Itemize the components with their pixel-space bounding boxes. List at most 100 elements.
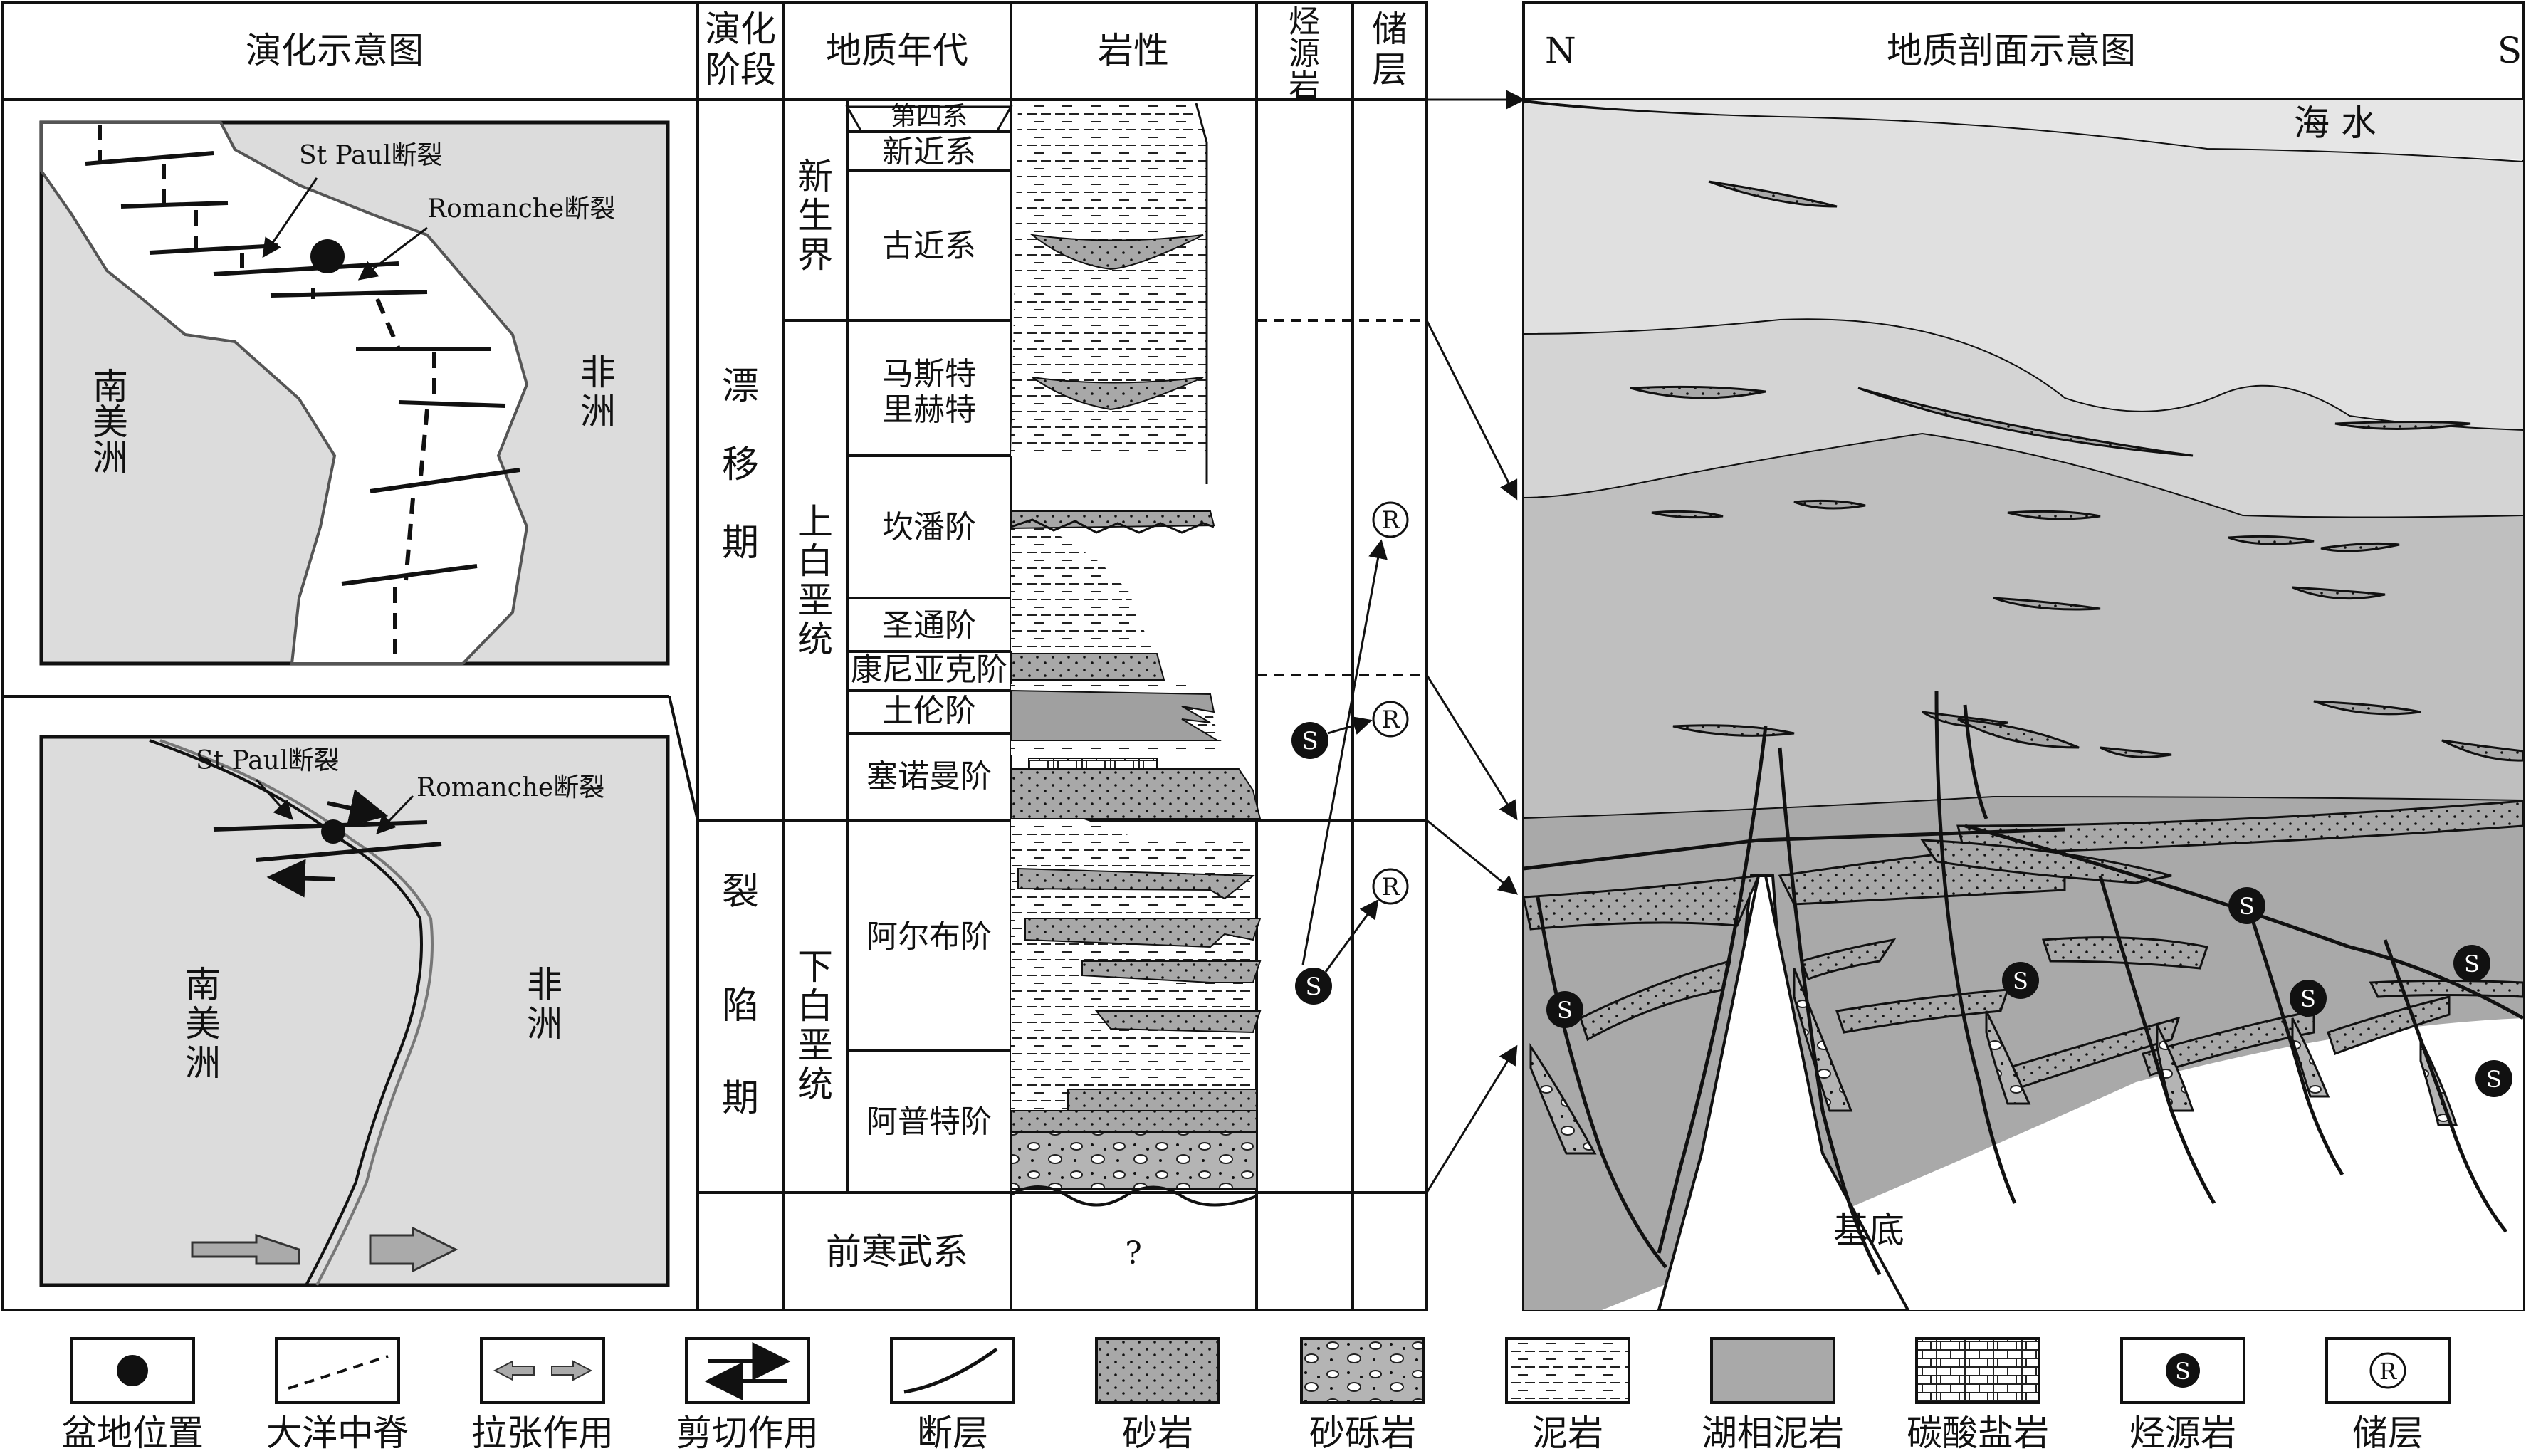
legend-shear: 剪切作用 — [676, 1413, 819, 1454]
legend-fault: 断层 — [917, 1413, 988, 1454]
svg-text:R: R — [1381, 873, 1400, 901]
legend-source-rock: 烃源岩 — [2129, 1413, 2236, 1454]
svg-text:陷: 陷 — [722, 985, 759, 1027]
svg-text:洲: 洲 — [527, 1003, 562, 1044]
svg-text:R: R — [1381, 506, 1400, 535]
lithology-mudstone — [1011, 103, 1207, 456]
geologic-cross-section: N 地质剖面示意图 S 海 水 基底 — [1425, 1, 2525, 1311]
period-aptian: 阿普特阶 — [866, 1104, 992, 1140]
svg-text:南: 南 — [185, 964, 221, 1005]
era-cenozoic: 新 生 界 — [797, 156, 833, 276]
section-title: 地质剖面示意图 — [1887, 30, 2136, 71]
period-maastrichtian-2: 里赫特 — [882, 392, 976, 428]
svg-text:S: S — [1301, 727, 1318, 755]
period-turonian: 土伦阶 — [882, 693, 976, 729]
map1-romanche-label: Romanche断裂 — [427, 194, 615, 224]
correlation-dotted-lines — [1257, 319, 1427, 676]
map-rift-stage: St Paul断裂 Romanche断裂 南 美 洲 非 洲 — [39, 735, 670, 1287]
svg-text:S: S — [2300, 985, 2316, 1012]
header-stage-line2: 阶段 — [705, 49, 776, 90]
stage-drift: 漂 移 期 — [722, 365, 759, 565]
svg-text:界: 界 — [797, 234, 833, 276]
header-source-rock-3: 岩 — [1289, 68, 1320, 104]
header-source-rock-2: 源 — [1289, 36, 1320, 72]
lithology-column: ? — [1010, 103, 1262, 1272]
section-south: S — [2498, 30, 2522, 71]
period-precambrian: 前寒武系 — [826, 1231, 968, 1272]
legend-carbonate: 碳酸盐岩 — [1907, 1413, 2049, 1454]
svg-text:期: 期 — [722, 1077, 759, 1120]
period-cenomanian: 塞诺曼阶 — [866, 758, 992, 795]
period-campanian: 坎潘阶 — [882, 509, 976, 545]
svg-text:垩: 垩 — [797, 1025, 833, 1066]
svg-text:洲: 洲 — [580, 391, 616, 432]
header-evolution-diagram: 演化示意图 — [246, 30, 424, 71]
svg-text:南: 南 — [93, 366, 128, 407]
svg-text:上: 上 — [797, 501, 833, 543]
svg-text:美: 美 — [185, 1003, 221, 1044]
svg-text:生: 生 — [797, 195, 833, 236]
period-santonian: 圣通阶 — [882, 607, 976, 644]
section-north: N — [1545, 30, 1576, 71]
legend-basin-location: 盆地位置 — [61, 1413, 204, 1454]
svg-text:S: S — [1557, 997, 1573, 1024]
svg-text:洲: 洲 — [185, 1042, 221, 1084]
svg-text:垩: 垩 — [797, 580, 833, 621]
lithology-unknown: ? — [1125, 1235, 1142, 1272]
svg-text:R: R — [1381, 706, 1400, 734]
svg-text:S: S — [2175, 1358, 2191, 1385]
legend-extension: 拉张作用 — [471, 1413, 614, 1454]
svg-text:S: S — [2013, 968, 2028, 995]
header-stage-line1: 演化 — [705, 9, 776, 50]
period-maastrichtian-1: 马斯特 — [882, 356, 976, 392]
svg-text:R: R — [2379, 1358, 2397, 1385]
section-source-rocks: S S S S S S — [1546, 887, 2512, 1097]
header-reservoir-2: 层 — [1372, 49, 1408, 90]
header-reservoir-1: 储 — [1372, 9, 1408, 50]
quaternary-trapezoid — [845, 105, 1013, 133]
stage-rift: 裂 陷 期 — [722, 871, 759, 1120]
period-coniacian: 康尼亚克阶 — [851, 651, 1007, 688]
source-reservoir-column: R R R S S — [1291, 501, 1409, 1005]
svg-text:漂: 漂 — [722, 365, 759, 408]
map2-romanche-label: Romanche断裂 — [416, 773, 604, 802]
svg-text:S: S — [1305, 973, 1321, 1001]
svg-text:白: 白 — [797, 985, 833, 1027]
header-source-rock-1: 烃 — [1289, 4, 1320, 40]
basement-label: 基底 — [1833, 1210, 1904, 1251]
svg-text:非: 非 — [527, 964, 562, 1005]
period-neogene: 新近系 — [882, 134, 976, 170]
svg-text:期: 期 — [722, 522, 759, 565]
svg-text:S: S — [2239, 893, 2255, 920]
svg-text:移: 移 — [722, 444, 759, 486]
map-drift-stage: St Paul断裂 Romanche断裂 南 美 洲 非 洲 — [39, 120, 670, 666]
era-lower-cretaceous: 下 白 垩 统 — [797, 946, 833, 1105]
header-geologic-age: 地质年代 — [826, 30, 968, 71]
legend-sandstone: 砂岩 — [1122, 1413, 1193, 1454]
svg-text:洲: 洲 — [93, 437, 128, 478]
legend-conglomerate: 砂砾岩 — [1309, 1413, 1416, 1454]
svg-text:S: S — [2464, 950, 2480, 978]
legend-ridge: 大洋中脊 — [266, 1413, 409, 1454]
period-labels: 第四系 新近系 古近系 马斯特 里赫特 坎潘阶 圣通阶 康尼亚克阶 土伦阶 塞诺… — [826, 102, 1007, 1272]
legend: S R 盆地位置 大洋中脊 拉张作用 剪切作用 断层 砂岩 砂砾岩 泥岩 湖相泥… — [61, 1337, 2451, 1454]
legend-lacustrine-mudstone: 湖相泥岩 — [1702, 1413, 1844, 1454]
era-upper-cretaceous: 上 白 垩 统 — [797, 501, 833, 660]
svg-text:S: S — [2486, 1066, 2502, 1093]
svg-text:白: 白 — [797, 540, 833, 582]
svg-text:下: 下 — [797, 946, 833, 988]
period-albian: 阿尔布阶 — [866, 918, 992, 955]
svg-text:非: 非 — [580, 352, 616, 393]
svg-text:统: 统 — [797, 619, 833, 660]
map1-st-paul-label: St Paul断裂 — [299, 141, 442, 170]
svg-text:裂: 裂 — [722, 871, 759, 913]
sea-label: 海 水 — [2294, 103, 2376, 144]
map2-st-paul-label: St Paul断裂 — [196, 746, 339, 775]
period-paleogene: 古近系 — [882, 228, 976, 264]
svg-text:新: 新 — [797, 156, 833, 197]
legend-reservoir: 储层 — [2352, 1413, 2423, 1454]
svg-text:美: 美 — [93, 402, 128, 443]
svg-text:统: 统 — [797, 1064, 833, 1105]
header-lithology: 岩性 — [1098, 30, 1169, 71]
